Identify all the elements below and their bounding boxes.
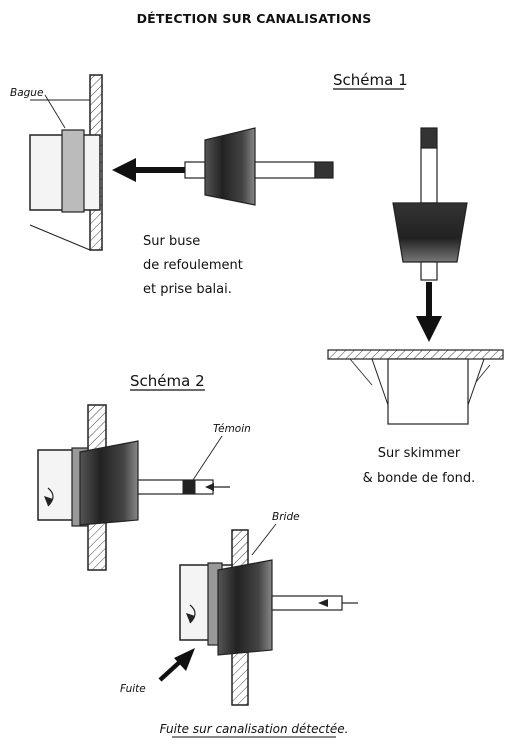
svg-text:de refoulement: de refoulement xyxy=(143,258,243,273)
arrow-down-icon xyxy=(416,282,442,342)
skimmer-outlet xyxy=(327,349,504,425)
caption-left: Sur buse de refoulement et prise balai. xyxy=(143,234,243,297)
leak-arrow-icon xyxy=(158,648,195,682)
svg-text:Fuite sur canalisation détecté: Fuite sur canalisation détectée. xyxy=(160,722,349,736)
svg-text:et prise balai.: et prise balai. xyxy=(143,282,232,297)
label-temoin: Témoin xyxy=(192,423,251,481)
lower-assembly xyxy=(179,529,358,706)
label-bague: Bague xyxy=(10,87,43,99)
svg-text:Bride: Bride xyxy=(272,511,300,523)
plug-vertical xyxy=(392,127,468,281)
arrow-left-icon xyxy=(112,158,185,182)
wall-section-left xyxy=(29,74,103,251)
footer-caption: Fuite sur canalisation détectée. xyxy=(160,722,349,738)
upper-assembly xyxy=(37,404,230,571)
label-fuite: Fuite xyxy=(120,683,146,695)
svg-text:Schéma 1: Schéma 1 xyxy=(333,71,408,89)
plug-horizontal xyxy=(184,127,334,206)
svg-text:& bonde de fond.: & bonde de fond. xyxy=(363,471,476,486)
svg-text:Témoin: Témoin xyxy=(213,423,251,435)
label-bride: Bride xyxy=(251,511,300,556)
svg-text:Sur skimmer: Sur skimmer xyxy=(378,446,461,461)
diagram-title: DÉTECTION SUR CANALISATIONS xyxy=(137,11,372,26)
svg-text:Sur buse: Sur buse xyxy=(143,234,200,249)
svg-text:Schéma 2: Schéma 2 xyxy=(130,372,205,390)
schema2-heading: Schéma 2 xyxy=(130,372,205,391)
schema1-heading: Schéma 1 xyxy=(333,71,408,90)
caption-right: Sur skimmer & bonde de fond. xyxy=(363,446,476,486)
